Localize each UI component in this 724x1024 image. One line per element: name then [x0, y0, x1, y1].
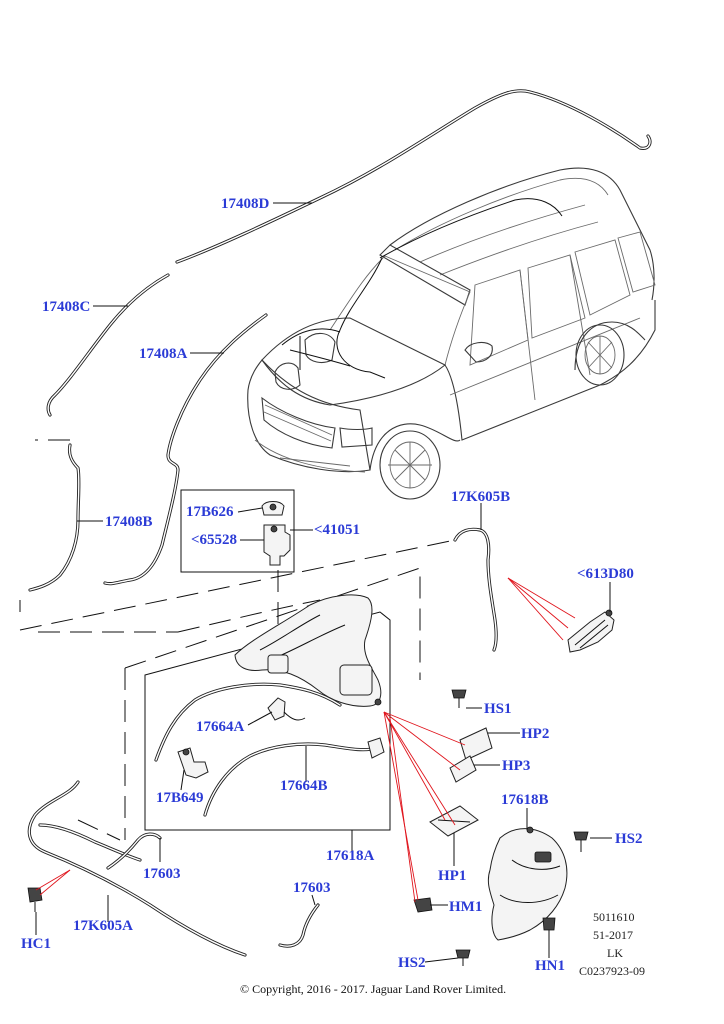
label-HS2-lower: HS2	[398, 955, 426, 971]
hose-17408B	[28, 443, 81, 592]
label-17603-left: 17603	[143, 866, 181, 882]
label-17K605A: 17K605A	[73, 918, 133, 934]
label-HP1: HP1	[438, 868, 466, 884]
part-HN1	[542, 917, 556, 931]
reference-block: 5011610 51-2017 LK C0237923-09	[579, 910, 645, 978]
part-HP2	[459, 727, 493, 761]
label-HC1: HC1	[21, 936, 51, 952]
part-613D80	[567, 609, 615, 653]
red-leaders	[35, 577, 576, 903]
dashed-guides	[19, 439, 456, 841]
label-17618B: 17618B	[501, 792, 549, 808]
label-HS1: HS1	[484, 701, 512, 717]
label-17B649: 17B649	[156, 790, 204, 806]
leader-lines	[35, 202, 612, 963]
part-17B649	[177, 747, 209, 779]
label-17408C: 17408C	[42, 299, 90, 315]
reference-line-2: 51-2017	[593, 928, 633, 942]
label-65528: <65528	[191, 532, 237, 548]
reference-line-4: C0237923-09	[579, 964, 645, 978]
copyright-notice: © Copyright, 2016 - 2017. Jaguar Land Ro…	[240, 982, 506, 996]
label-17K605B: 17K605B	[451, 489, 510, 505]
vehicle-illustration	[247, 167, 656, 500]
hose-17408C	[46, 273, 170, 417]
part-HC1	[27, 887, 43, 912]
part-pump-65528	[263, 524, 291, 566]
hose-17603-left	[106, 832, 162, 870]
label-17603-right: 17603	[293, 880, 331, 896]
part-HS2-lower	[455, 949, 471, 966]
hose-17664B	[203, 742, 380, 817]
hose-17664A	[154, 682, 342, 762]
label-HN1: HN1	[535, 958, 565, 974]
label-HM1: HM1	[449, 899, 482, 915]
hose-17K605A	[27, 780, 247, 957]
label-41051: <41051	[314, 522, 360, 538]
label-613D80: <613D80	[577, 566, 634, 582]
reference-line-3: LK	[607, 946, 623, 960]
label-17408D: 17408D	[221, 196, 270, 212]
module-box	[180, 489, 295, 573]
part-reservoir-17618A	[234, 594, 382, 707]
part-17B626	[261, 501, 285, 516]
label-17B626: 17B626	[186, 504, 234, 520]
label-HP3: HP3	[502, 758, 530, 774]
part-HS1	[451, 689, 467, 708]
label-HS2-upper: HS2	[615, 831, 643, 847]
hose-17K605B	[453, 527, 498, 652]
part-17664B-connector	[367, 737, 385, 759]
part-17664A-clip	[267, 697, 306, 721]
hose-17408D	[175, 89, 652, 264]
part-HM1	[413, 897, 433, 913]
label-17618A: 17618A	[326, 848, 375, 864]
part-labels: 17408D 17408C 17408A 17408B 17B626 <6552…	[21, 196, 643, 974]
label-17408A: 17408A	[139, 346, 188, 362]
hose-17603-right	[278, 903, 320, 948]
part-HP1	[429, 805, 479, 837]
label-17664B: 17664B	[280, 778, 328, 794]
part-HS2-upper	[573, 831, 589, 852]
hose-17408A	[103, 313, 268, 586]
reference-line-1: 5011610	[593, 910, 635, 924]
label-HP2: HP2	[521, 726, 549, 742]
part-reservoir-17618B	[487, 826, 568, 941]
label-17664A: 17664A	[196, 719, 245, 735]
part-HP3	[449, 755, 477, 783]
label-17408B: 17408B	[105, 514, 153, 530]
